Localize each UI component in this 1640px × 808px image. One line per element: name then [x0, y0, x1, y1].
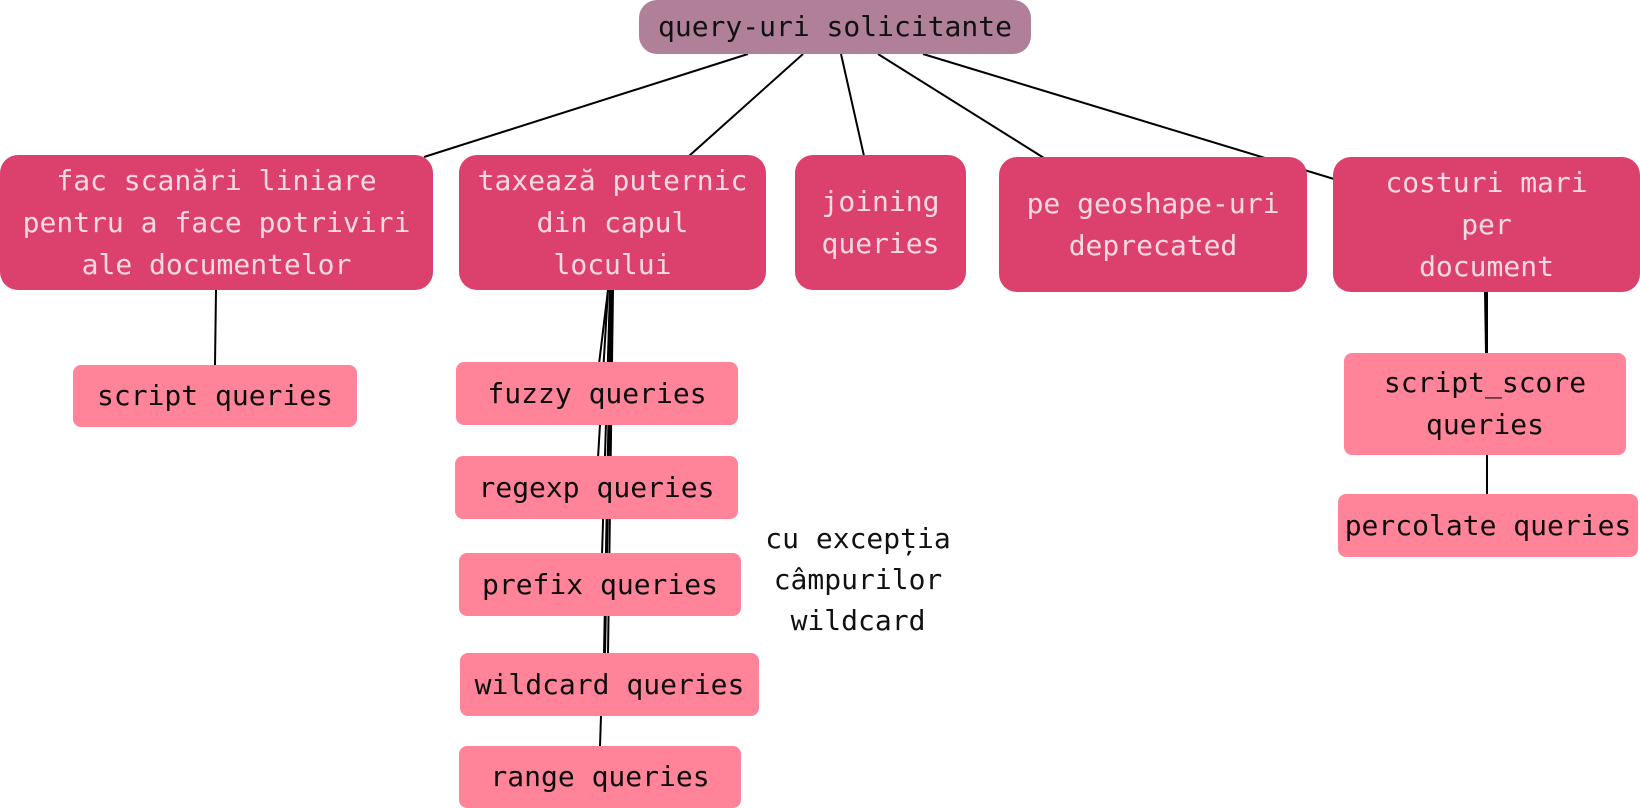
category-geoshape: pe geoshape-uri deprecated [999, 157, 1307, 292]
connector-high-cost-to-script-score-b [1484, 291, 1487, 354]
connector-root-to-joining [840, 53, 865, 157]
category-heavy-upfront: taxează puternic din capul locului [459, 155, 766, 290]
leaf-script-score-queries: script_score queries [1344, 353, 1626, 455]
leaf-regexp-queries: regexp queries [455, 456, 738, 519]
leaf-script-queries: script queries [73, 365, 357, 427]
category-linear-scan: fac scanări liniare pentru a face potriv… [0, 155, 433, 290]
connector-root-to-heavy-upfront [688, 53, 804, 157]
category-joining: joining queries [795, 155, 966, 290]
connector-linear-scan-to-script [214, 289, 217, 366]
wildcard-exception-note: cu excepția câmpurilor wildcard [765, 522, 951, 637]
connector-root-to-geoshape [877, 53, 1045, 159]
leaf-wildcard-queries: wildcard queries [460, 653, 759, 716]
leaf-fuzzy-queries: fuzzy queries [456, 362, 738, 425]
root-node: query-uri solicitante [639, 0, 1031, 54]
leaf-prefix-queries: prefix queries [459, 553, 741, 616]
connector-root-to-linear-scan [423, 53, 749, 158]
leaf-percolate-queries: percolate queries [1338, 494, 1638, 557]
category-high-cost: costuri mari per document [1333, 157, 1640, 292]
connector-wildcard-to-range [599, 715, 602, 747]
leaf-range-queries: range queries [459, 746, 741, 808]
